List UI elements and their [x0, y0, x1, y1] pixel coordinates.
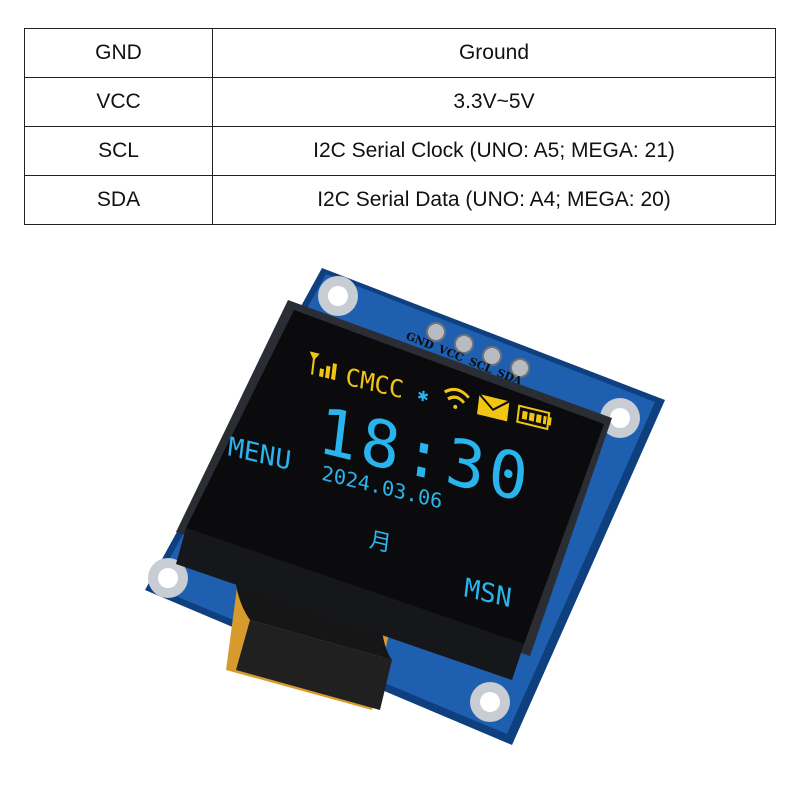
mounting-hole [600, 398, 640, 438]
oled-screen [176, 300, 612, 680]
pin-cell: VCC [24, 77, 213, 127]
mounting-hole [148, 558, 188, 598]
battery-icon [516, 404, 552, 431]
wifi-icon [443, 387, 470, 409]
description-cell: I2C Serial Clock (UNO: A5; MEGA: 21) [212, 126, 776, 176]
table-row: SCL I2C Serial Clock (UNO: A5; MEGA: 21) [24, 126, 776, 176]
oled-module-svg: GND VCC SCL SDA [145, 268, 665, 745]
header-pins [426, 322, 530, 378]
pin-table: GND Ground VCC 3.3V~5V SCL I2C Serial Cl… [24, 28, 776, 225]
description-cell: I2C Serial Data (UNO: A4; MEGA: 20) [212, 175, 776, 225]
pin-cell: SCL [24, 126, 213, 176]
center-label: 月 [368, 527, 393, 558]
pin-cell: GND [24, 28, 213, 78]
pin-cell: SDA [24, 175, 213, 225]
mounting-hole [318, 276, 358, 316]
table-row: VCC 3.3V~5V [24, 77, 776, 127]
mounting-hole [470, 682, 510, 722]
signal-icon [309, 351, 337, 381]
oled-module-illustration: GND VCC SCL SDA [0, 240, 800, 800]
table-row: SDA I2C Serial Data (UNO: A4; MEGA: 20) [24, 175, 776, 225]
table-row: GND Ground [24, 28, 776, 78]
description-cell: 3.3V~5V [212, 77, 776, 127]
description-cell: Ground [212, 28, 776, 78]
mail-icon [477, 393, 510, 422]
bluetooth-icon: ✱ [416, 384, 429, 407]
